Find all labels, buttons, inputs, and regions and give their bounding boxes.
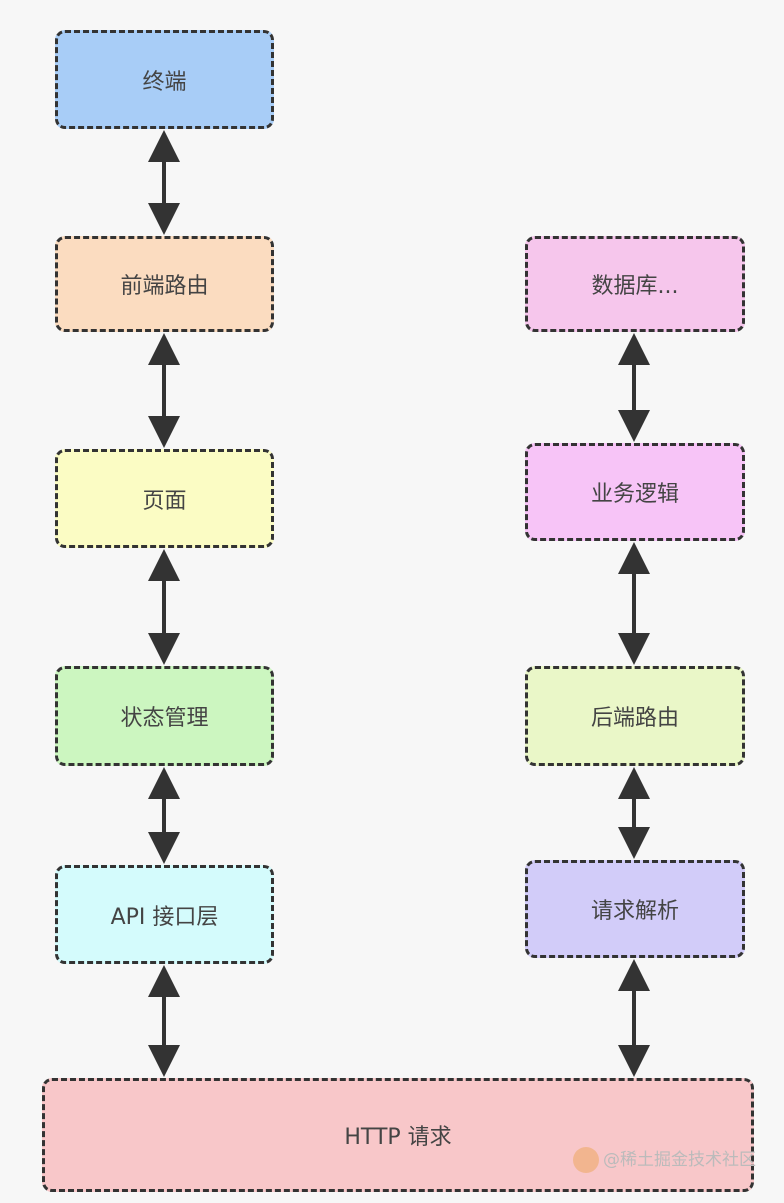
- node-page: 页面: [55, 449, 274, 548]
- node-request-parsing: 请求解析: [525, 860, 745, 958]
- node-business-logic-label: 业务逻辑: [590, 482, 679, 507]
- juejin-logo-icon: [573, 1147, 599, 1173]
- node-database: 数据库...: [525, 236, 745, 332]
- node-database-label: 数据库...: [591, 274, 679, 299]
- node-api-layer-label: API 接口层: [110, 904, 219, 930]
- node-backend-router: 后端路由: [525, 666, 745, 766]
- node-business-logic: 业务逻辑: [525, 443, 745, 541]
- node-frontend-router-label: 前端路由: [120, 274, 209, 299]
- node-page-label: 页面: [142, 488, 187, 514]
- node-backend-router-label: 后端路由: [590, 706, 679, 731]
- node-terminal-label: 终端: [142, 69, 187, 95]
- node-request-parsing-label: 请求解析: [590, 899, 679, 924]
- node-http-request-label: HTTP 请求: [344, 1125, 452, 1150]
- node-terminal: 终端: [55, 30, 274, 129]
- watermark: @稀土掘金技术社区: [573, 1145, 756, 1173]
- node-http-request: HTTP 请求: [42, 1078, 754, 1192]
- node-api-layer: API 接口层: [55, 865, 274, 964]
- node-frontend-router: 前端路由: [55, 236, 274, 332]
- node-state-management: 状态管理: [55, 666, 274, 766]
- watermark-text: @稀土掘金技术社区: [603, 1150, 756, 1170]
- node-state-management-label: 状态管理: [120, 706, 209, 731]
